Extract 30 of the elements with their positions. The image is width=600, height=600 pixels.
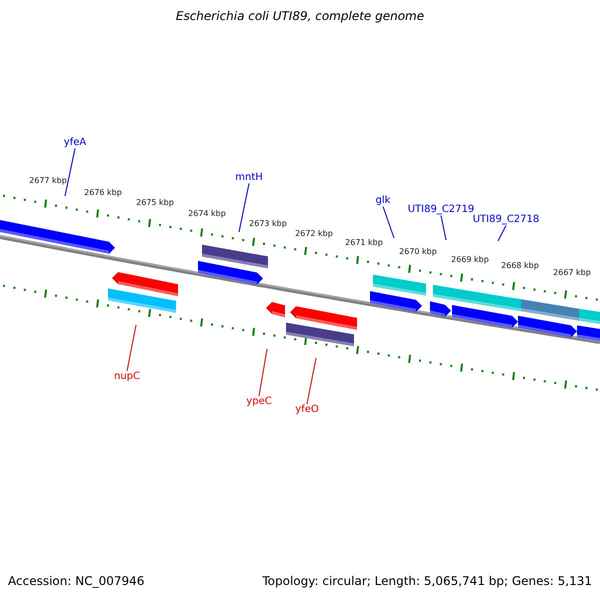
genome-info-text: Topology: circular; Length: 5,065,741 bp; Genes: 5,131 — [262, 575, 592, 589]
leader-line — [498, 225, 506, 242]
leader-line — [126, 324, 136, 372]
leader-line — [258, 348, 268, 396]
scale-label: 2669 kbp — [451, 255, 489, 264]
scale-label: 2674 kbp — [188, 209, 226, 218]
gene-label: yfeO — [295, 404, 319, 416]
gene-label: ypeC — [246, 396, 272, 408]
leader-line — [440, 215, 446, 240]
gene-label: nupC — [114, 371, 140, 382]
leader-line — [238, 183, 250, 232]
scale-label: 2676 kbp — [84, 188, 122, 198]
gene-label: UTI89_C2719 — [408, 204, 474, 216]
gene-label: UTI89_C2718 — [472, 214, 540, 226]
scale-label: 2673 kbp — [249, 219, 287, 228]
scale-label: 2675 kbp — [136, 198, 174, 208]
scale-label: 2671 kbp — [345, 238, 383, 248]
scale-label: 2672 kbp — [295, 229, 333, 238]
scale-label: 2668 kbp — [501, 261, 539, 270]
accession-text: Accession: NC_007946 — [8, 575, 144, 589]
gene-label: glk — [376, 195, 390, 206]
scale-label: 2677 kbp — [29, 176, 67, 186]
gene-label: mntH — [235, 172, 263, 184]
leader-line — [382, 206, 394, 238]
scale-label: 2667 kbp — [553, 268, 591, 278]
diagram-title: Escherichia coli UTI89, complete genome — [176, 10, 424, 24]
scale-label: 2670 kbp — [399, 247, 437, 256]
leader-line — [306, 358, 316, 404]
gene-label: yfeA — [64, 137, 86, 148]
leader-line — [64, 148, 76, 196]
